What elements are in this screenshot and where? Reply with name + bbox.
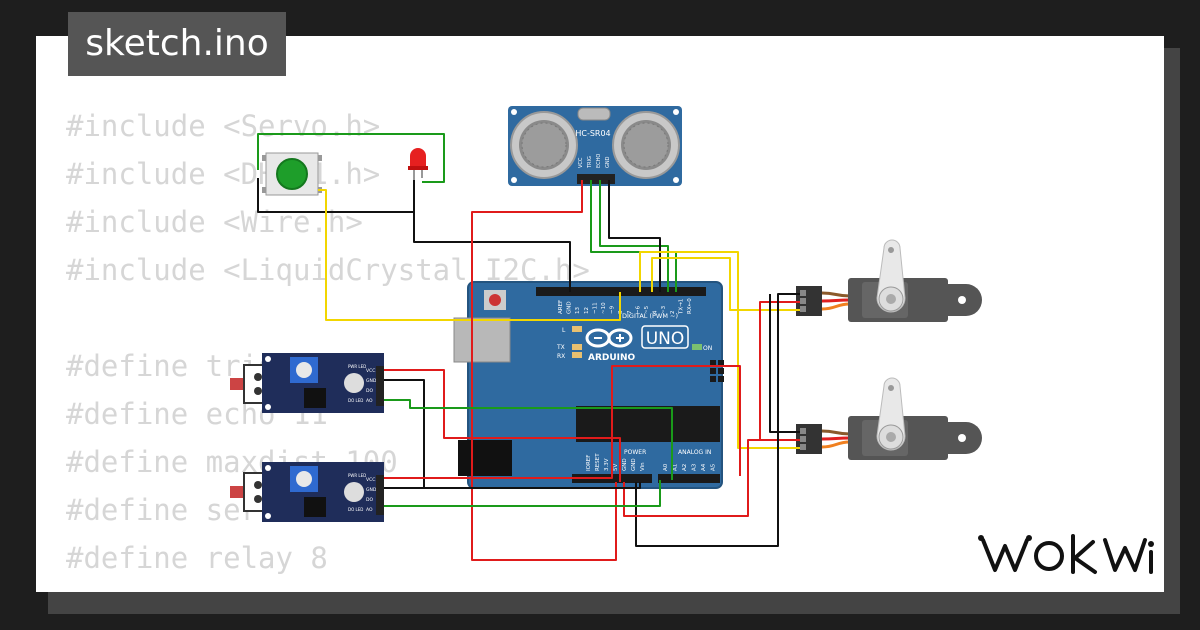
module-pin-vcc: VCC [366, 368, 375, 374]
ultrasonic-model-label: HC-SR04 [575, 129, 610, 138]
wire-green [384, 480, 661, 507]
module-led-label: PWR LED [348, 473, 366, 478]
digital-pin-label: ~3 [661, 305, 667, 314]
code-line: #define echo 11 [66, 397, 328, 431]
analog-pin-label: A2 [682, 464, 688, 471]
wire-red [471, 180, 617, 561]
wire-green [384, 399, 673, 480]
ultrasonic-transducer-right [612, 111, 680, 179]
code-line: #include <Wire.h> [66, 205, 363, 239]
wire-red [759, 301, 800, 441]
servo-motor-bottom[interactable] [796, 377, 982, 460]
power-pin-label: 3.3V [604, 458, 610, 471]
wire-yellow [318, 189, 621, 321]
sensor-module-bottom[interactable]: PWR LED DO LED VCC GND DO AO [230, 462, 384, 522]
code-line: #define ... [66, 582, 590, 592]
led-label-l: L [562, 327, 566, 334]
ultrasonic-pin-gnd: GND [605, 156, 611, 168]
digital-pin-label: ~5 [644, 305, 650, 314]
usb-port [453, 317, 511, 363]
digital-pin-label: ~11 [592, 302, 598, 314]
digital-pin-label: GND [567, 301, 573, 314]
wire-green [599, 180, 669, 292]
module-pin-ao: AO [366, 398, 373, 404]
power-pin-label: IOREF [586, 455, 592, 471]
digital-pin-label: 4 [653, 310, 659, 314]
wires [257, 133, 800, 561]
ultrasonic-pin-vcc: VCC [578, 157, 584, 168]
wokwi-logo [978, 534, 1154, 574]
push-button[interactable] [262, 152, 322, 196]
digital-pin-label: 12 [584, 307, 590, 314]
digital-pin-label: ~6 [635, 305, 641, 314]
wire-black [413, 212, 571, 292]
wire-black [608, 180, 661, 292]
reset-button[interactable] [484, 290, 506, 310]
power-pin-label: GND [622, 458, 628, 471]
digital-pin-label: AREF [558, 300, 564, 314]
analog-pin-label: A1 [673, 464, 679, 471]
module-led-label: PWR LED [348, 364, 366, 369]
sensor-module-top[interactable]: PWR LED DO LED VCC GND DO AO [230, 353, 384, 413]
wire-green [590, 180, 677, 292]
module-pin-vcc: VCC [366, 477, 375, 483]
analog-pin-label: A4 [701, 463, 707, 471]
on-led-label: ON [703, 345, 712, 352]
digital-header-label: DIGITAL (PWM ~) [622, 312, 678, 320]
servo-motor-top[interactable] [796, 239, 982, 322]
ultrasonic-sensor[interactable]: HC-SR04 VCC TRIG ECHO GND [508, 106, 682, 186]
ultrasonic-transducer-left [510, 111, 578, 179]
wire-black [769, 294, 800, 433]
wire-black [635, 293, 800, 547]
digital-pin-label: 2 [670, 311, 676, 315]
digital-pin-label: 13 [575, 307, 581, 314]
module-pin-gnd: GND [366, 378, 377, 384]
digital-pin-label: 7 [627, 310, 633, 314]
power-pin-label: RESET [595, 453, 601, 471]
digital-pin-label: ~9 [610, 305, 616, 314]
analog-pin-label: A3 [692, 463, 698, 471]
wire-yellow [651, 257, 800, 311]
board-model-label: UNO [646, 329, 685, 349]
ultrasonic-pin-echo: ECHO [596, 154, 602, 168]
power-header-label: POWER [624, 449, 646, 456]
power-pin-label: Vin [640, 462, 646, 471]
module-led-label: DO LED [348, 507, 363, 512]
led-label-tx: TX [556, 344, 565, 351]
wire-black [257, 178, 415, 213]
red-led[interactable] [408, 148, 428, 180]
microcontroller-chip [576, 406, 720, 442]
digital-pin-label: TX→1 [678, 299, 684, 315]
code-background: #include <Servo.h>#include <DHT11.h>#inc… [66, 102, 590, 592]
power-jack [458, 440, 512, 476]
code-line: #define relay 8 [66, 541, 328, 575]
analog-pin-label: A0 [663, 463, 669, 471]
code-line: #include <Servo.h> [66, 109, 381, 143]
ultrasonic-pin-trig: TRIG [587, 156, 593, 169]
wire-green [257, 133, 445, 183]
digital-pin-label: RX←0 [687, 298, 693, 314]
wire-yellow [639, 251, 800, 449]
wire-red [384, 365, 741, 479]
board-brand-label: ARDUINO [588, 353, 636, 363]
digital-pin-label: 8 [618, 310, 624, 314]
arduino-infinity-icon [585, 328, 633, 348]
power-pin-label: GND [631, 458, 637, 471]
wire-red [623, 439, 760, 517]
code-line: #include <LiquidCrystal_I2C.h> [66, 253, 590, 287]
analog-header-label: ANALOG IN [678, 449, 711, 456]
led-label-rx: RX [557, 353, 565, 360]
power-pin-label: 5V [613, 464, 619, 471]
module-led-label: DO LED [348, 398, 363, 403]
wire-red [384, 369, 621, 482]
module-pin-do: DO [366, 388, 373, 394]
module-pin-gnd: GND [366, 487, 377, 493]
sketch-title-tab[interactable]: sketch.ino [68, 12, 286, 76]
module-pin-ao: AO [366, 507, 373, 513]
digital-pin-label: ~10 [601, 302, 607, 314]
analog-pin-label: A5 [711, 463, 717, 471]
module-pin-do: DO [366, 497, 373, 503]
